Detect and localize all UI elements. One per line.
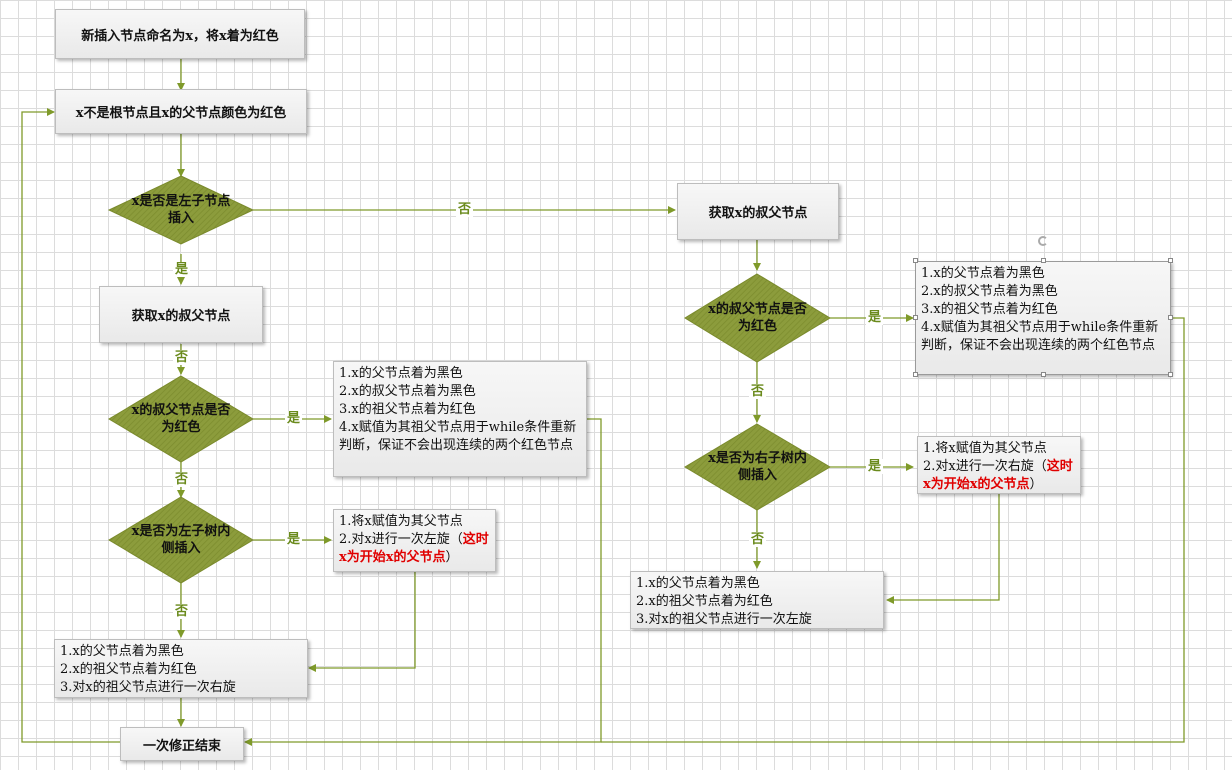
- end-node[interactable]: 一次修正结束: [120, 727, 244, 761]
- final-node-right[interactable]: 1.x的父节点着为黑色 2.x的祖父节点着为红色 3.对x的祖父节点进行一次左旋: [630, 571, 884, 629]
- rotate-node-right[interactable]: 1.将x赋值为其父节点 2.对x进行一次右旋（这时x为开始x的父节点）: [917, 436, 1081, 494]
- resize-handle-bm[interactable]: [1041, 372, 1046, 377]
- final-left-step-1: 1.x的父节点着为黑色: [60, 644, 184, 659]
- rotate-right-step-2: 2.对x进行一次右旋（这时x为开始x的父节点）: [923, 458, 1075, 494]
- final-left-step-3: 3.对x的祖父节点进行一次右旋: [60, 680, 236, 695]
- final-right-step-1: 1.x的父节点着为黑色: [636, 576, 760, 591]
- final-right-step-2: 2.x的祖父节点着为红色: [636, 594, 773, 609]
- edge-rotate-to-final: [308, 572, 416, 672]
- resize-handle-mr[interactable]: [1168, 315, 1173, 320]
- final-left-step-2: 2.x的祖父节点着为红色: [60, 662, 197, 677]
- edge-label-no-right-inner: 否: [749, 532, 767, 547]
- rotate-node-left[interactable]: 1.将x赋值为其父节点 2.对x进行一次左旋（这时x为开始x的父节点）: [333, 509, 496, 572]
- rotate-left-step-2-text: 2.对x进行一次左旋（: [339, 532, 463, 547]
- resize-handle-tm[interactable]: [1041, 258, 1046, 263]
- get-uncle-node[interactable]: 获取x的叔父节点: [99, 286, 263, 343]
- edge-end-loop-back: [21, 108, 120, 743]
- rotate-left-suffix: ）: [445, 550, 459, 565]
- diamond-right-uncle-red: [684, 273, 831, 363]
- edge-label-yes-right-inner: 是: [866, 459, 884, 474]
- start-node[interactable]: 新插入节点命名为x，将x着为红色: [55, 9, 305, 59]
- rotate-handle-icon[interactable]: [1038, 236, 1048, 246]
- get-uncle-node-right[interactable]: 获取x的叔父节点: [677, 183, 839, 240]
- final-right-step-3: 3.对x的祖父节点进行一次左旋: [636, 612, 812, 627]
- resize-handle-ml[interactable]: [913, 315, 918, 320]
- resize-handle-tr[interactable]: [1168, 258, 1173, 263]
- edge-right-recolor-to-end: [601, 317, 1185, 743]
- resize-handle-bl[interactable]: [913, 372, 918, 377]
- diamond-inner: [108, 496, 254, 584]
- edge-label-yes-right-uncle-red: 是: [866, 310, 884, 325]
- recolor-left-step-4: 4.x赋值为其祖父节点用于while条件重新判断，保证不会出现连续的两个红色节点: [339, 420, 577, 453]
- diamond-left-child: [107, 175, 255, 245]
- final-node-left[interactable]: 1.x的父节点着为黑色 2.x的祖父节点着为红色 3.对x的祖父节点进行一次右旋: [54, 639, 308, 698]
- edge-right-rotate-to-final: [886, 494, 1000, 604]
- diamond-right-inner: [684, 423, 831, 511]
- rotate-right-step-1: 1.将x赋值为其父节点: [923, 441, 1047, 456]
- edge-label-no-get-uncle: 否: [173, 350, 191, 365]
- edge-recolor-left-to-end: [244, 418, 602, 746]
- edge-label-yes-inner: 是: [285, 532, 303, 547]
- rotate-left-step-2: 2.对x进行一次左旋（这时x为开始x的父节点）: [339, 531, 490, 567]
- rotate-right-highlight: 这时x为开始x的父节点: [923, 459, 1073, 492]
- rotate-right-suffix: ）: [1029, 477, 1043, 492]
- edge-label-yes-uncle-red: 是: [285, 411, 303, 426]
- recolor-left-step-2: 2.x的叔父节点着为黑色: [339, 384, 476, 399]
- resize-handle-tl[interactable]: [913, 258, 918, 263]
- edge-label-no-to-right: 否: [456, 202, 474, 217]
- recolor-left-step-1: 1.x的父节点着为黑色: [339, 366, 463, 381]
- rotate-left-step-1: 1.将x赋值为其父节点: [339, 514, 463, 529]
- loop-condition-node[interactable]: x不是根节点且x的父节点颜色为红色: [55, 89, 307, 134]
- recolor-right-step-3: 3.x的祖父节点着为红色: [921, 302, 1058, 317]
- recolor-left-step-3: 3.x的祖父节点着为红色: [339, 402, 476, 417]
- diamond-uncle-red: [108, 375, 254, 463]
- edge-label-no-right-uncle-red: 否: [749, 384, 767, 399]
- edge-label-no-inner: 否: [173, 604, 191, 619]
- edge-label-yes-left-child: 是: [173, 262, 191, 277]
- recolor-right-step-1: 1.x的父节点着为黑色: [921, 266, 1045, 281]
- recolor-node-right[interactable]: 1.x的父节点着为黑色 2.x的叔父节点着为黑色 3.x的祖父节点着为红色 4.…: [915, 261, 1171, 375]
- rotate-right-step-2-text: 2.对x进行一次右旋（: [923, 459, 1047, 474]
- edge-label-no-uncle-red: 否: [173, 472, 191, 487]
- recolor-right-step-2: 2.x的叔父节点着为黑色: [921, 284, 1058, 299]
- recolor-right-step-4: 4.x赋值为其祖父节点用于while条件重新判断，保证不会出现连续的两个红色节点: [921, 320, 1159, 353]
- recolor-node-left[interactable]: 1.x的父节点着为黑色 2.x的叔父节点着为黑色 3.x的祖父节点着为红色 4.…: [333, 361, 587, 477]
- rotate-left-highlight: 这时x为开始x的父节点: [339, 532, 489, 565]
- resize-handle-br[interactable]: [1168, 372, 1173, 377]
